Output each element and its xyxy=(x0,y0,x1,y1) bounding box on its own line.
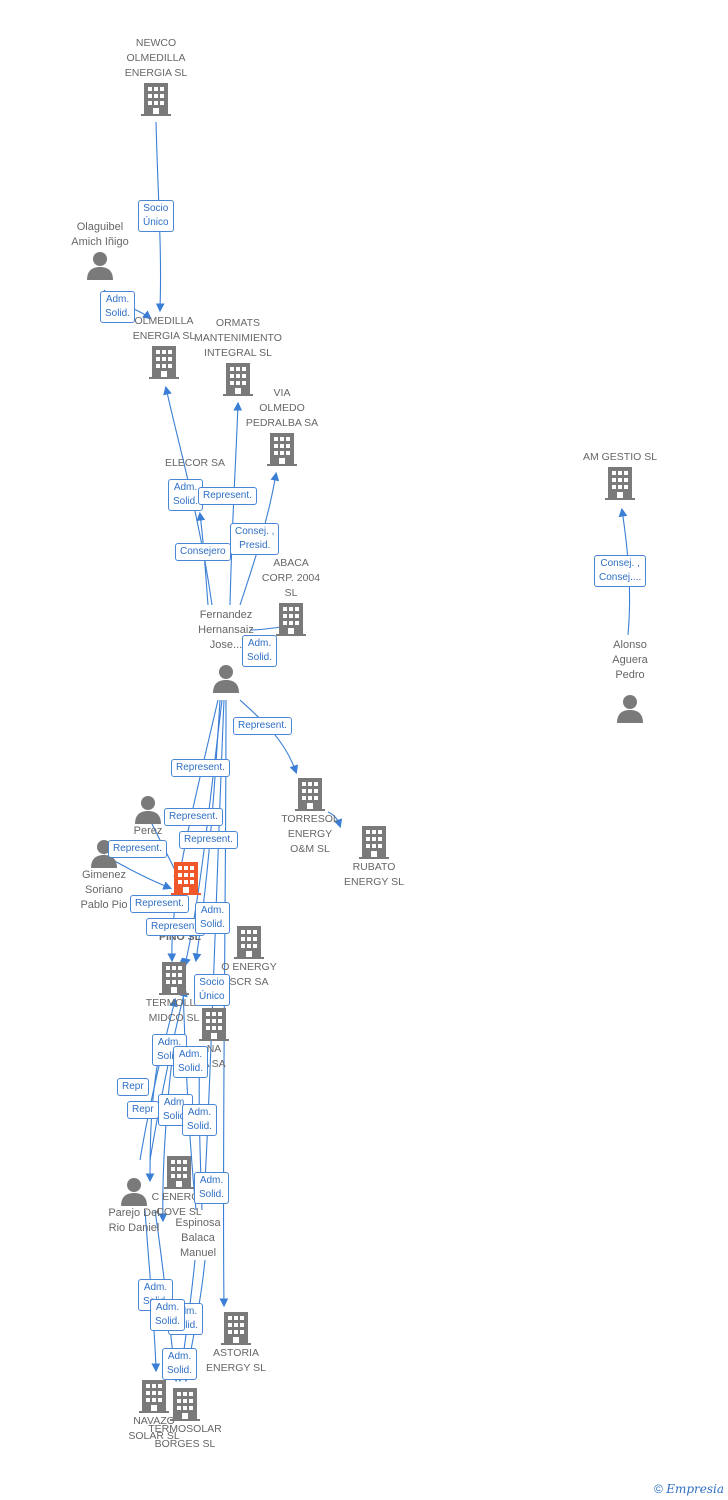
edge-label[interactable]: Adm. Solid. xyxy=(100,291,136,323)
building-icon xyxy=(139,1380,169,1413)
node-astoria[interactable]: ASTORIA ENERGY SL xyxy=(196,1310,276,1376)
edge-label[interactable]: Consejero xyxy=(175,543,231,561)
node-label: ABACA CORP. 2004 SL xyxy=(261,557,321,599)
footer-brand: © Empresia xyxy=(654,1482,724,1496)
node-oenergy[interactable]: O ENERGY SCR SA xyxy=(204,924,294,990)
person-icon xyxy=(87,252,113,280)
node-label: Fernandez Hernansaiz Jose... xyxy=(198,609,254,651)
node-amgestio[interactable]: AM GESTIO SL xyxy=(570,450,670,501)
building-icon xyxy=(295,778,325,811)
brand-logo: Empresia xyxy=(666,1482,724,1496)
node-elecor[interactable]: ELECOR SA xyxy=(150,456,240,471)
node-label: Gimenez Soriano Pablo Pio xyxy=(80,869,128,911)
node-ormats[interactable]: ORMATS MANTENIMIENTO INTEGRAL SL xyxy=(186,316,290,397)
building-icon xyxy=(267,433,297,466)
edge-label[interactable]: Repr xyxy=(117,1078,149,1096)
copyright-icon: © xyxy=(654,1482,663,1496)
edge-label[interactable]: Adm. Solid. xyxy=(195,902,231,934)
edge-label[interactable]: Adm. Solid. xyxy=(150,1299,186,1331)
node-label: Espinosa Balaca Manuel xyxy=(175,1217,221,1259)
node-abaca[interactable]: ABACA CORP. 2004 SL xyxy=(246,556,336,637)
building-icon xyxy=(141,83,171,116)
edge-label[interactable]: Represent. xyxy=(130,895,189,913)
edge-label[interactable]: Represent. xyxy=(179,831,238,849)
building-icon xyxy=(149,346,179,379)
node-focus-company[interactable] xyxy=(168,860,204,896)
edge-label[interactable]: Adm. Solid. xyxy=(242,635,278,667)
node-rubato[interactable]: RUBATO ENERGY SL xyxy=(326,824,422,890)
edge-label[interactable]: Represent. xyxy=(146,918,205,936)
node-label: VIA OLMEDO PEDRALBA SA xyxy=(245,387,319,429)
node-label: Parejo Del Rio Daniel xyxy=(108,1207,160,1234)
edge-label[interactable]: Represent. xyxy=(164,808,223,826)
edge-torresol-rubato xyxy=(327,811,343,829)
edge-label[interactable]: Represent. xyxy=(198,487,257,505)
node-torresol[interactable]: TORRESOL ENERGY O&M SL xyxy=(262,776,358,857)
building-icon xyxy=(171,862,201,895)
edge-label[interactable]: Adm. Solid. xyxy=(162,1348,198,1380)
node-na[interactable]: NA A SA xyxy=(186,1006,242,1072)
person-icon xyxy=(617,695,643,723)
building-icon xyxy=(164,1156,194,1189)
node-label: ELECOR SA xyxy=(164,457,226,469)
edge-label[interactable]: Adm. Solid. xyxy=(173,1046,209,1078)
edge-label[interactable]: Adm. Solid. xyxy=(182,1104,218,1136)
edge-label[interactable]: Represent. xyxy=(171,759,230,777)
node-espinosa[interactable]: Espinosa Balaca Manuel xyxy=(160,1216,236,1261)
building-icon xyxy=(199,1008,229,1041)
edge-label[interactable]: Consej. , Consej.... xyxy=(594,555,647,587)
edge-label[interactable]: Adm. Solid. xyxy=(194,1172,230,1204)
edge-label[interactable]: Socio Único xyxy=(138,200,174,232)
edge-label[interactable]: Represent. xyxy=(108,840,167,858)
node-parejo[interactable]: Parejo Del Rio Daniel xyxy=(92,1176,176,1236)
edge-fern-elecor xyxy=(196,511,209,606)
node-label: ORMATS MANTENIMIENTO INTEGRAL SL xyxy=(194,317,282,359)
building-icon xyxy=(221,1312,251,1345)
node-label: Olaguibel Amich Iñigo xyxy=(71,221,129,248)
edge-label[interactable]: Consej. , Presid. xyxy=(230,523,280,555)
node-gimenez[interactable]: Gimenez Soriano Pablo Pio xyxy=(62,838,146,913)
building-icon xyxy=(223,363,253,396)
node-label: Alonso Aguera Pedro xyxy=(612,639,648,681)
edge-fern-torresol xyxy=(239,699,299,775)
building-icon xyxy=(605,467,635,500)
node-olaguibel[interactable]: Olaguibel Amich Iñigo xyxy=(58,220,142,280)
node-label: TORRESOL ENERGY O&M SL xyxy=(281,813,339,855)
building-icon xyxy=(170,1388,200,1421)
node-newco[interactable]: NEWCO OLMEDILLA ENERGIA SL xyxy=(108,36,204,117)
person-icon xyxy=(135,796,161,824)
building-icon xyxy=(159,962,189,995)
building-icon xyxy=(359,826,389,859)
node-termolla[interactable]: TERMOLLA MIDCO SL xyxy=(126,960,222,1026)
node-via[interactable]: VIA OLMEDO PEDRALBA SA xyxy=(234,386,330,467)
node-navazo[interactable]: NAVAZO SOLAR SL xyxy=(112,1378,196,1444)
edge-label[interactable]: Repr xyxy=(127,1101,159,1119)
node-label: NAVAZO SOLAR SL xyxy=(128,1415,180,1442)
building-icon xyxy=(276,603,306,636)
node-label: ASTORIA ENERGY SL xyxy=(206,1347,266,1374)
building-icon xyxy=(234,926,264,959)
node-label: RUBATO ENERGY SL xyxy=(344,861,404,888)
edge-label[interactable]: Adm. Solid. xyxy=(168,479,204,511)
node-olmedilla[interactable]: OLMEDILLA ENERGIA SL xyxy=(116,314,212,380)
edge-label[interactable]: Socio Único xyxy=(194,974,230,1006)
person-icon xyxy=(213,665,239,693)
node-label: O ENERGY SCR SA xyxy=(221,961,277,988)
node-label: AM GESTIO SL xyxy=(582,451,658,463)
node-label: NEWCO OLMEDILLA ENERGIA SL xyxy=(124,37,188,79)
edge-label[interactable]: Represent. xyxy=(233,717,292,735)
node-alonso[interactable]: Alonso Aguera Pedro xyxy=(590,638,670,723)
node-label: TERMOSOLAR BORGES SL xyxy=(148,1423,222,1450)
node-label: OLMEDILLA ENERGIA SL xyxy=(132,315,196,342)
person-icon xyxy=(91,840,117,868)
node-fernandez[interactable]: Fernandez Hernansaiz Jose... xyxy=(184,608,268,693)
node-termosolar[interactable]: TERMOSOLAR BORGES SL xyxy=(140,1386,230,1452)
person-icon xyxy=(121,1178,147,1206)
node-label: TERMOLLA MIDCO SL xyxy=(145,997,203,1024)
